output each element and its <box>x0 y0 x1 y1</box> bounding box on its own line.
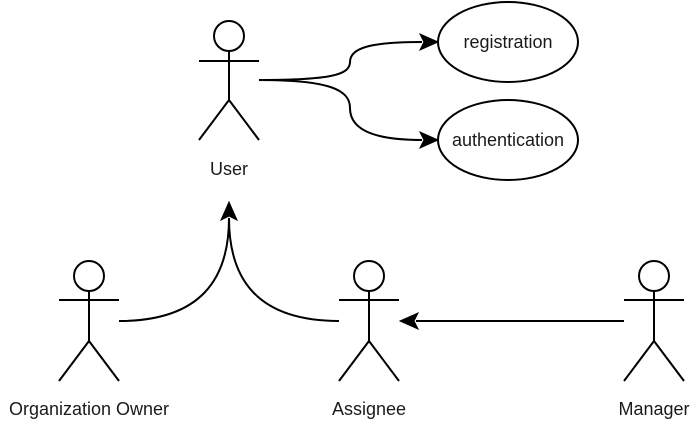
arrowhead-authentication <box>418 130 440 150</box>
stick-figure-icon <box>58 260 120 382</box>
actor-organization-owner[interactable]: Organization Owner <box>9 260 169 419</box>
actor-assignee[interactable]: Assignee <box>332 260 406 419</box>
stick-figure-icon <box>623 260 685 382</box>
use-case-registration[interactable]: registration <box>437 1 579 83</box>
edge-organization-owner-user[interactable] <box>118 217 230 322</box>
arrowhead-user <box>219 200 239 222</box>
actor-organization-owner-label: Organization Owner <box>9 399 169 419</box>
actor-manager-label: Manager <box>618 399 689 419</box>
edge-user-registration[interactable] <box>258 41 423 81</box>
use-case-authentication[interactable]: authentication <box>437 99 579 181</box>
arrowhead-registration <box>418 32 440 52</box>
registration-ellipse <box>437 1 579 83</box>
authentication-label: authentication <box>452 130 564 150</box>
edge-user-authentication[interactable] <box>258 79 423 141</box>
stick-figure-icon <box>198 20 260 141</box>
stick-figure-icon <box>338 260 400 382</box>
actor-user-label: User <box>210 159 248 179</box>
authentication-ellipse <box>437 99 579 181</box>
actor-user[interactable]: User <box>198 20 260 179</box>
arrowhead-assignee <box>398 311 420 331</box>
connectors <box>118 32 624 331</box>
actor-manager[interactable]: Manager <box>618 260 690 419</box>
edge-assignee-user[interactable] <box>228 217 340 322</box>
actor-assignee-label: Assignee <box>332 399 406 419</box>
registration-label: registration <box>463 32 552 52</box>
